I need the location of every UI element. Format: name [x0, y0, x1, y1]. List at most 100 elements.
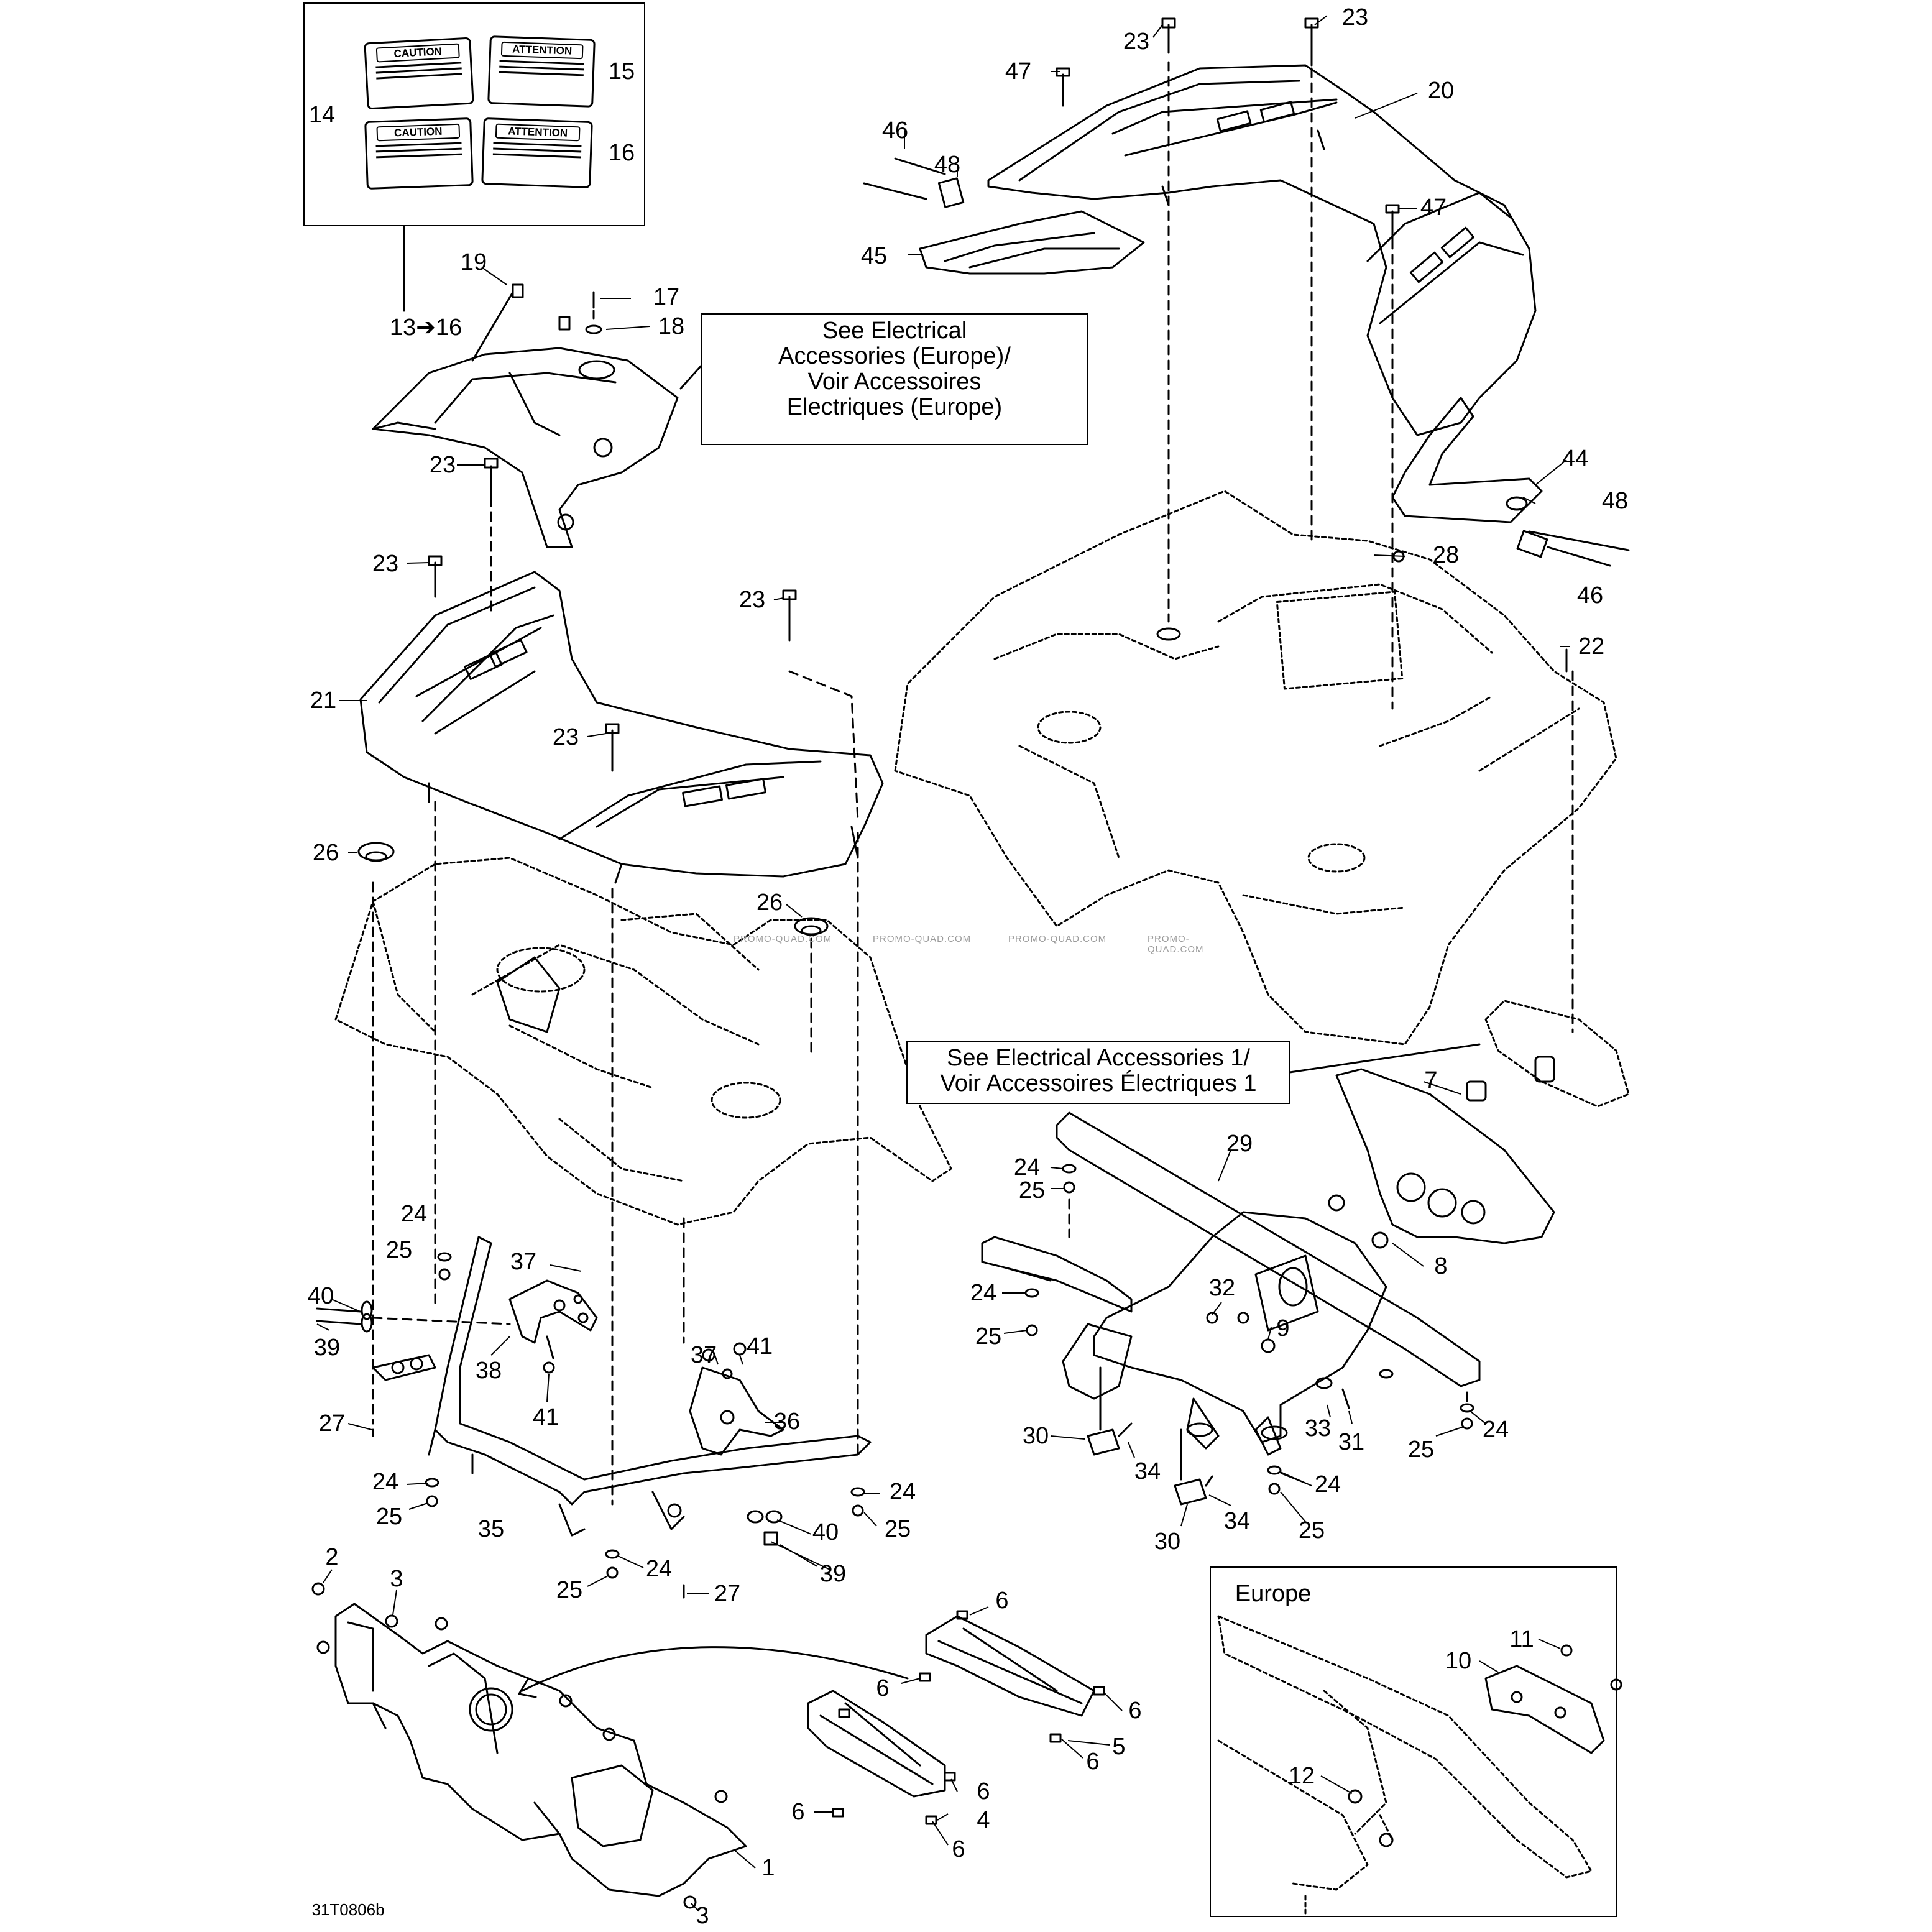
callout-line: Electriques (Europe) — [786, 394, 1003, 420]
decal-title: ATTENTION — [495, 123, 581, 142]
part-label-11: 11 — [1509, 1626, 1534, 1652]
front-bumper-frame — [428, 1236, 872, 1537]
part-label-48: 48 — [1601, 488, 1629, 514]
europe-inset-art — [1217, 1615, 1593, 1916]
part-label-25: 25 — [1407, 1437, 1435, 1463]
part-label-23: 23 — [738, 587, 766, 613]
callout-line: Accessories (Europe)/ — [778, 343, 1011, 369]
decal-text-line — [375, 142, 462, 147]
part-label-46: 46 — [1576, 582, 1604, 609]
part-label-39: 39 — [313, 1335, 341, 1361]
decal-title: CAUTION — [376, 43, 460, 63]
part-label-26: 26 — [756, 890, 783, 916]
rear-rack — [987, 64, 1543, 523]
part-label-5: 5 — [1112, 1734, 1126, 1760]
decal-title: CAUTION — [376, 123, 460, 142]
part-label-3: 3 — [390, 1566, 403, 1592]
part-label-15: 15 — [608, 58, 635, 85]
part-label-6: 6 — [977, 1778, 990, 1805]
part-label-24: 24 — [400, 1201, 428, 1227]
part-label-24: 24 — [970, 1280, 997, 1306]
part-label-6: 6 — [1086, 1749, 1100, 1775]
decal-text-line — [375, 62, 462, 68]
part-label-18: 18 — [658, 313, 685, 339]
part-label-9: 9 — [1276, 1315, 1290, 1341]
part-label-25: 25 — [375, 1504, 403, 1530]
part-label-47: 47 — [1420, 195, 1447, 221]
decal-text-line — [375, 147, 462, 153]
part-label-27: 27 — [318, 1410, 346, 1437]
part-label-37: 37 — [690, 1342, 717, 1368]
part-label-8: 8 — [1434, 1253, 1448, 1279]
part-label-39: 39 — [819, 1561, 847, 1587]
part-label-23: 23 — [1123, 29, 1150, 55]
callout-line: Voir Accessoires — [807, 369, 982, 395]
decal-text-line — [375, 67, 462, 74]
decal-caution-14b: CAUTION — [364, 117, 474, 190]
decal-attention-16: ATTENTION — [481, 117, 593, 189]
decal-text-line — [493, 147, 582, 153]
part-label-24: 24 — [1013, 1154, 1041, 1180]
callout-electrical-1: See Electrical Accessories 1/ Voir Acces… — [906, 1041, 1290, 1104]
part-label-24: 24 — [889, 1479, 916, 1505]
decal-text-line — [376, 153, 462, 159]
part-label-44: 44 — [1562, 446, 1589, 472]
part-label-24: 24 — [372, 1469, 399, 1495]
part-label-10: 10 — [1445, 1648, 1472, 1674]
part-label-45: 45 — [860, 243, 888, 269]
part-label-3: 3 — [696, 1903, 709, 1929]
decal-text-line — [492, 153, 581, 159]
decal-caution-14a: CAUTION — [364, 37, 474, 110]
part-label-38: 38 — [475, 1358, 502, 1384]
decal-attention-15: ATTENTION — [487, 35, 596, 108]
part-label-46: 46 — [881, 117, 909, 144]
part-label-16: 16 — [608, 140, 635, 166]
part-label-12: 12 — [1288, 1763, 1315, 1789]
europe-inset: Europe — [1210, 1566, 1617, 1917]
decal-text-line — [499, 60, 584, 65]
part-label-2: 2 — [325, 1544, 339, 1570]
decal-set-box — [303, 2, 645, 226]
part-label-34: 34 — [1134, 1458, 1161, 1484]
part-label-13-16: 13➔16 — [389, 315, 462, 341]
part-label-23: 23 — [552, 724, 579, 750]
grille-4 — [807, 1690, 946, 1798]
europe-plate-bracket — [1484, 1665, 1605, 1754]
front-console-cover — [372, 347, 679, 548]
grille-5 — [925, 1615, 1095, 1717]
diagram-code: 31T0806b — [311, 1900, 385, 1919]
part-label-48: 48 — [934, 152, 961, 178]
part-label-30: 30 — [1154, 1529, 1181, 1555]
watermark: PROMO-QUAD.COM — [1008, 934, 1107, 944]
part-label-33: 33 — [1304, 1415, 1332, 1442]
part-label-47: 47 — [1005, 58, 1032, 85]
part-label-25: 25 — [385, 1237, 413, 1263]
part-label-6: 6 — [952, 1836, 965, 1862]
part-label-25: 25 — [975, 1323, 1002, 1350]
part-label-36: 36 — [773, 1409, 801, 1435]
watermark: PROMO-QUAD.COM — [873, 934, 972, 944]
decal-text-line — [499, 65, 584, 71]
part-label-17: 17 — [653, 284, 680, 310]
part-label-25: 25 — [884, 1516, 911, 1542]
part-label-6: 6 — [1128, 1698, 1142, 1724]
part-label-37: 37 — [510, 1249, 537, 1275]
rear-fender — [894, 490, 1617, 1046]
part-label-23: 23 — [372, 551, 399, 577]
part-label-25: 25 — [556, 1577, 583, 1603]
part-label-29: 29 — [1226, 1131, 1253, 1157]
front-bumper-fascia — [334, 1603, 747, 1897]
callout-line: See Electrical — [822, 318, 967, 344]
callout-line: Voir Accessoires Électriques 1 — [940, 1070, 1257, 1097]
front-rack — [359, 571, 884, 884]
part-label-32: 32 — [1208, 1275, 1236, 1301]
part-label-22: 22 — [1578, 633, 1605, 660]
part-label-34: 34 — [1223, 1508, 1251, 1534]
watermark: PROMO-QUAD.COM — [734, 934, 832, 944]
part-label-25: 25 — [1018, 1177, 1046, 1203]
part-label-24: 24 — [1314, 1471, 1341, 1497]
callout-line: See Electrical Accessories 1/ — [947, 1045, 1250, 1071]
part-label-6: 6 — [791, 1799, 805, 1825]
part-label-35: 35 — [477, 1516, 505, 1542]
